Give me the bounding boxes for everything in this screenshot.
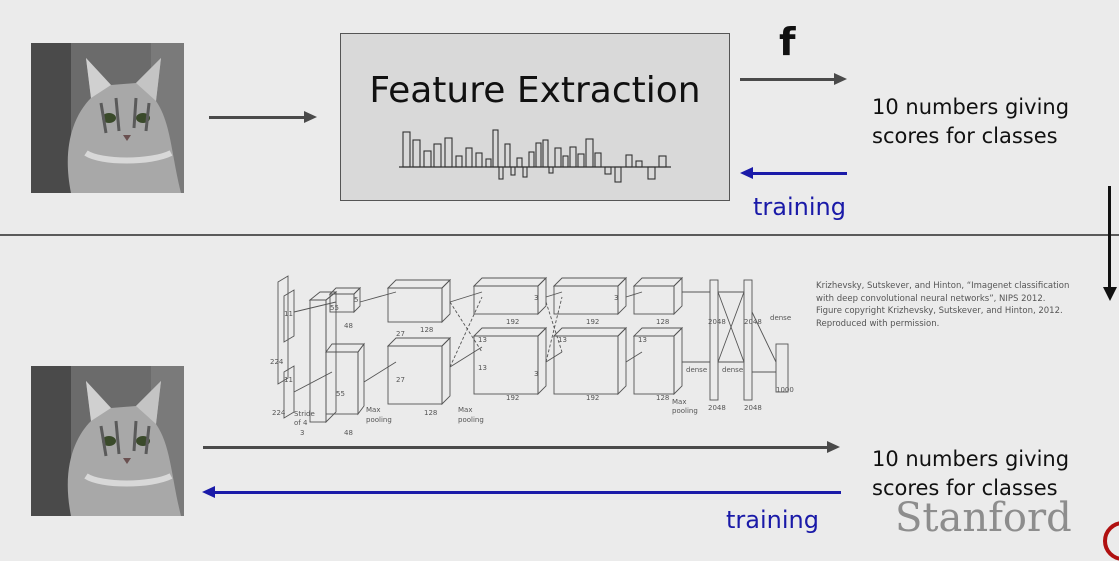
svg-text:2048: 2048 (744, 318, 762, 326)
svg-text:dense: dense (686, 366, 707, 374)
cat-photo-icon (31, 366, 184, 516)
citation-line-1: Krizhevsky, Sutskever, and Hinton, “Imag… (816, 280, 1069, 293)
arrow-feature-to-scores (740, 78, 836, 81)
svg-text:13: 13 (638, 336, 647, 344)
arrow-down-icon (1102, 287, 1118, 303)
svg-text:Max: Max (672, 398, 686, 406)
svg-text:pooling: pooling (366, 416, 392, 424)
svg-text:27: 27 (396, 376, 405, 384)
svg-text:13: 13 (478, 364, 487, 372)
feature-extraction-title: Feature Extraction (340, 70, 730, 111)
scores-line-2: scores for classes (872, 122, 1069, 151)
svg-text:48: 48 (344, 322, 353, 330)
alexnet-diagram: 224 224 11 11 Stride of 4 3 55 55 5 48 4… (270, 272, 800, 440)
svg-text:192: 192 (506, 318, 519, 326)
svg-text:224: 224 (270, 358, 284, 366)
svg-text:128: 128 (420, 326, 433, 334)
svg-text:dense: dense (770, 314, 791, 322)
svg-text:Max: Max (458, 406, 472, 414)
scores-line-1: 10 numbers giving (872, 93, 1069, 122)
svg-text:2048: 2048 (708, 404, 726, 412)
svg-text:3: 3 (300, 429, 304, 437)
svg-text:224: 224 (272, 409, 286, 417)
arrow-head-icon (304, 110, 318, 124)
arrow-head-icon (827, 440, 841, 454)
svg-text:of 4: of 4 (294, 419, 308, 427)
citation-line-4: Reproduced with permission. (816, 318, 1069, 331)
svg-text:13: 13 (558, 336, 567, 344)
function-f-label: f (779, 20, 796, 64)
citation-line-3: Figure copyright Krizhevsky, Sutskever, … (816, 305, 1069, 318)
input-layer (278, 276, 288, 384)
vertical-arrow-line (1108, 186, 1111, 290)
svg-text:2048: 2048 (708, 318, 726, 326)
training-arrow-bottom (213, 491, 841, 494)
svg-text:128: 128 (656, 394, 669, 402)
arrow-cat-to-feature (209, 116, 307, 119)
training-arrow-top (751, 172, 847, 175)
svg-text:27: 27 (396, 330, 405, 338)
cat-image-top (31, 43, 184, 193)
svg-text:Max: Max (366, 406, 380, 414)
svg-text:3: 3 (534, 370, 538, 378)
training-label-top: training (753, 193, 846, 221)
stanford-watermark: Stanford (895, 495, 1072, 541)
svg-text:Stride: Stride (294, 410, 315, 418)
arrow-head-icon (834, 72, 848, 86)
svg-text:192: 192 (506, 394, 519, 402)
svg-text:192: 192 (586, 318, 599, 326)
cat-image-bottom (31, 366, 184, 516)
svg-text:128: 128 (424, 409, 437, 417)
svg-text:11: 11 (284, 376, 293, 384)
svg-text:3: 3 (534, 294, 538, 302)
svg-text:2048: 2048 (744, 404, 762, 412)
citation-line-2: with deep convolutional neural networks”… (816, 293, 1069, 306)
svg-text:3: 3 (614, 294, 618, 302)
svg-text:128: 128 (656, 318, 669, 326)
cat-photo-icon (31, 43, 184, 193)
svg-text:55: 55 (330, 304, 339, 312)
section-divider (0, 234, 1119, 236)
arrow-cat-to-scores-bottom (203, 446, 829, 449)
svg-text:11: 11 (284, 310, 293, 318)
svg-text:55: 55 (336, 390, 345, 398)
feature-histogram-icon (395, 126, 675, 186)
svg-text:dense: dense (722, 366, 743, 374)
citation-text: Krizhevsky, Sutskever, and Hinton, “Imag… (816, 280, 1069, 330)
svg-text:pooling: pooling (672, 407, 698, 415)
svg-text:5: 5 (354, 296, 358, 304)
svg-text:13: 13 (478, 336, 487, 344)
scores-line-1: 10 numbers giving (872, 445, 1069, 474)
svg-text:1000: 1000 (776, 386, 794, 394)
training-label-bottom: training (726, 506, 819, 534)
svg-text:48: 48 (344, 429, 353, 437)
corner-logo-fragment (1103, 521, 1119, 561)
scores-text-top: 10 numbers giving scores for classes (872, 93, 1069, 151)
svg-text:pooling: pooling (458, 416, 484, 424)
svg-text:192: 192 (586, 394, 599, 402)
